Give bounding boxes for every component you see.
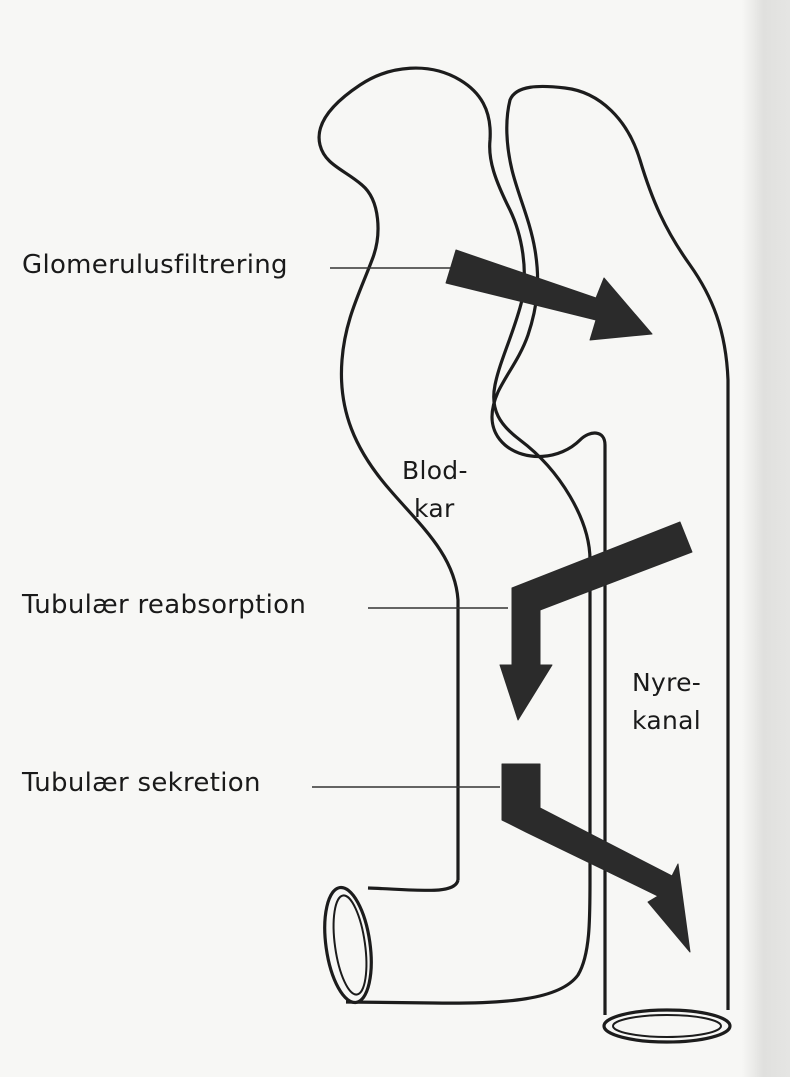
blood-vessel-outline-inner (368, 880, 458, 890)
label-kidney-tubule-line2: kanal (632, 702, 701, 740)
blood-vessel-outline (319, 68, 590, 1003)
label-tubular-reabsorption: Tubulær reabsorption (22, 590, 306, 620)
label-blood-vessel-line2: kar (402, 490, 468, 528)
label-kidney-tubule-line1: Nyre- (632, 664, 701, 702)
label-blood-vessel-line1: Blod- (402, 452, 468, 490)
label-kidney-tubule: Nyre- kanal (632, 664, 701, 740)
label-tubular-secretion: Tubulær sekretion (22, 768, 261, 798)
secretion-arrow (502, 764, 690, 952)
label-glomerular-filtration: Glomerulusfiltrering (22, 250, 288, 280)
filtration-arrow (446, 250, 652, 340)
label-blood-vessel: Blod- kar (402, 452, 468, 528)
